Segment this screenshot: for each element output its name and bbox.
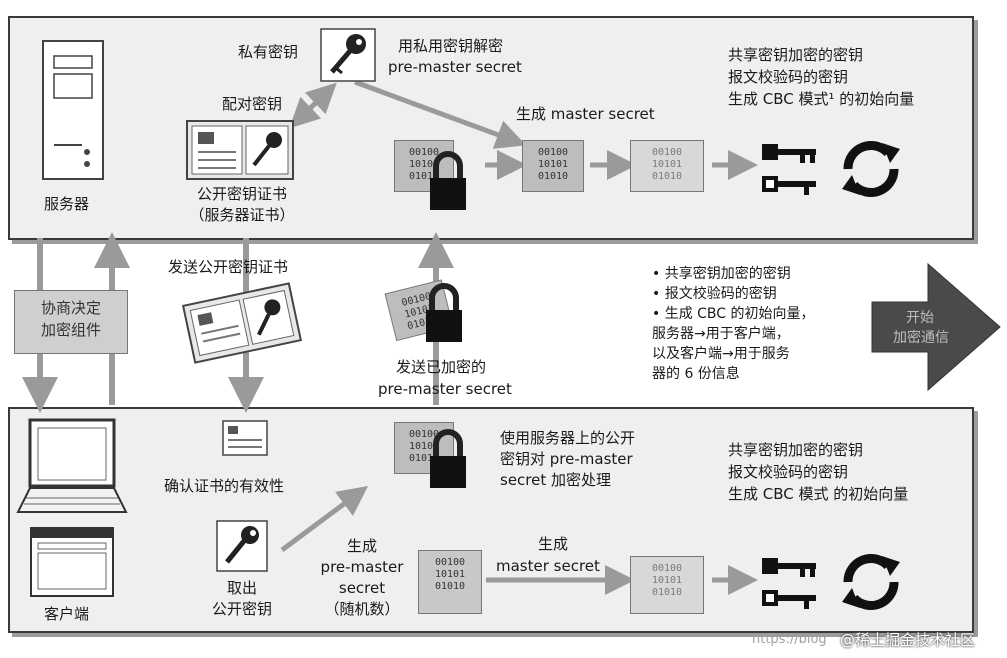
bullet-4: 服务器→用于客户端， bbox=[652, 326, 790, 342]
client-gen-master-line1: 生成 bbox=[538, 535, 569, 553]
take-key-line2: 公开密钥 bbox=[211, 600, 272, 618]
refresh-icon bbox=[842, 141, 900, 197]
pair-key-label: 配对密钥 bbox=[222, 95, 283, 113]
client-result-2: 报文校验码的密钥 bbox=[728, 463, 849, 481]
start-encryption-arrow bbox=[871, 262, 1001, 392]
bullet-6: 器的 6 份信息 bbox=[652, 366, 740, 382]
public-key-icon bbox=[216, 520, 268, 572]
decrypt-line2: pre-master secret bbox=[388, 58, 522, 76]
cert-label-line1: 公开密钥证书 bbox=[196, 185, 287, 203]
decrypt-line1: 用私用密钥解密 bbox=[398, 37, 504, 55]
encrypt-line2: 密钥对 pre-master bbox=[500, 450, 633, 468]
server-result-2: 报文校验码的密钥 bbox=[728, 68, 849, 86]
key-pair-icon bbox=[762, 144, 816, 195]
certificate-small-icon bbox=[222, 420, 268, 456]
browser-window-icon bbox=[30, 527, 114, 597]
bullet-3: • 生成 CBC 的初始向量， bbox=[652, 306, 815, 322]
gen-pms-line3: secret bbox=[338, 579, 386, 597]
server-panel bbox=[8, 16, 974, 240]
lock-icon bbox=[430, 151, 466, 210]
server-label: 服务器 bbox=[44, 195, 90, 213]
client-label: 客户端 bbox=[44, 605, 90, 623]
gen-pms-line4: （随机数） bbox=[324, 600, 400, 618]
client-lock-icon bbox=[430, 429, 466, 488]
client-refresh-icon bbox=[842, 554, 900, 610]
send-pms-line1: 发送已加密的 bbox=[396, 358, 487, 376]
watermark-url: https://blog bbox=[752, 632, 827, 647]
cert-label-line2: （服务器证书） bbox=[189, 206, 295, 224]
encrypt-line1: 使用服务器上的公开 bbox=[500, 429, 636, 447]
private-key-label: 私有密钥 bbox=[238, 43, 299, 61]
gen-pms-line1: 生成 bbox=[346, 537, 377, 555]
client-result-3: 生成 CBC 模式 的初始向量 bbox=[728, 485, 909, 503]
bullet-5: 以及客户端→用于服务 bbox=[652, 346, 790, 362]
server-result-1: 共享密钥加密的密钥 bbox=[728, 46, 864, 64]
sent-certificate-icon bbox=[181, 282, 303, 364]
gen-master-label: 生成 master secret bbox=[516, 105, 655, 123]
start-label-line2: 加密通信 bbox=[893, 330, 949, 346]
private-key-icon bbox=[320, 28, 376, 82]
take-key-line1: 取出 bbox=[226, 579, 257, 597]
bullet-1: • 共享密钥加密的密钥 bbox=[652, 266, 791, 282]
arrow-take-key bbox=[280, 486, 369, 553]
gen-pms-line2: pre-master bbox=[320, 558, 404, 576]
server-tower-icon bbox=[42, 40, 104, 180]
server-result-3: 生成 CBC 模式¹ 的初始向量 bbox=[728, 90, 915, 108]
sent-encrypted-pms-icon: 00100 10101 01010 bbox=[384, 279, 462, 342]
watermark-site: @稀土掘金技术社区 bbox=[840, 631, 976, 649]
server-certificate-icon bbox=[186, 120, 294, 180]
encrypt-line3: secret 加密处理 bbox=[500, 471, 612, 489]
client-key-pair-icon bbox=[762, 558, 816, 609]
laptop-icon bbox=[16, 418, 128, 513]
bullet-2: • 报文校验码的密钥 bbox=[652, 286, 777, 302]
client-gen-master-line2: master secret bbox=[496, 557, 600, 575]
verify-label: 确认证书的有效性 bbox=[164, 477, 285, 495]
send-pms-line2: pre-master secret bbox=[378, 380, 512, 398]
start-label-line1: 开始 bbox=[906, 310, 934, 326]
client-result-1: 共享密钥加密的密钥 bbox=[728, 441, 864, 459]
derived-keys-list: • 共享密钥加密的密钥 • 报文校验码的密钥 • 生成 CBC 的初始向量， 服… bbox=[652, 264, 815, 384]
negotiate-cipher-box: 协商决定 加密组件 bbox=[14, 290, 128, 354]
arrow-decrypt bbox=[354, 79, 527, 149]
send-cert-label: 发送公开密钥证书 bbox=[168, 258, 289, 276]
